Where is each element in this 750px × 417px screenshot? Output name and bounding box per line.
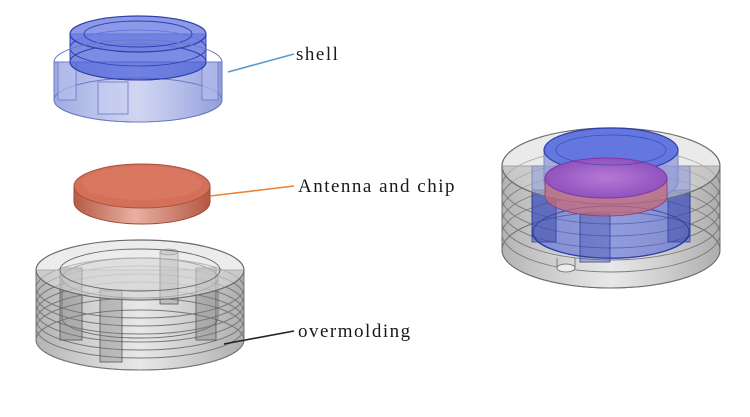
label-overmolding: overmolding — [298, 321, 412, 342]
label-antenna-and-chip: Antenna and chip — [298, 176, 457, 197]
shell-leader-line — [227, 53, 295, 73]
overmolding-leader-line — [223, 330, 295, 345]
assembled-tag — [501, 127, 721, 289]
label-shell: shell — [296, 44, 340, 65]
overmolding-part — [35, 239, 245, 371]
antenna-chip-part — [73, 163, 211, 225]
antenna-leader-line — [209, 185, 295, 197]
shell-part — [53, 15, 223, 123]
